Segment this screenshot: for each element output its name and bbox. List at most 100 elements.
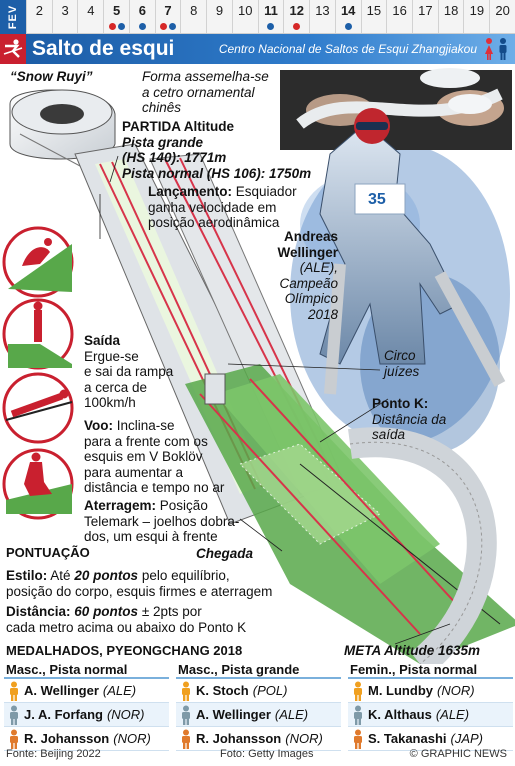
date-number: 20: [495, 3, 510, 18]
date-number: 14: [340, 3, 356, 18]
date-number: 11: [264, 3, 278, 18]
shape-description: Forma assemelha-se a cetro ornamental ch…: [142, 69, 282, 116]
athlete-country: (ALE): [274, 707, 309, 722]
date-cell: 6: [128, 0, 155, 33]
date-cell: 9: [206, 0, 232, 33]
shape-line-2: a cetro ornamental: [142, 84, 255, 100]
page-title: Salto de esqui: [32, 37, 175, 60]
athlete-country: (NOR): [106, 707, 145, 722]
start-title: PARTIDA Altitude: [122, 119, 234, 134]
bronze-medal-person-icon: [182, 729, 190, 749]
date-cell: 13: [309, 0, 335, 33]
start-normal-hill: Pista normal (HS 106): 1750m: [122, 166, 311, 182]
medal-row: K. Stoch(POL): [176, 679, 341, 703]
event-dots: [284, 23, 309, 30]
medal-row: M. Lundby(NOR): [348, 679, 513, 703]
flight-head: Voo:: [84, 418, 113, 433]
title-bar: Salto de esqui Centro Nacional de Saltos…: [0, 34, 515, 64]
athlete-country: (NOR): [437, 683, 475, 698]
landing-line-2: Telemark – joelhos dobra-: [84, 513, 240, 529]
athlete-name: K. Stoch: [196, 683, 249, 698]
athlete-country: (ALE): [102, 683, 137, 698]
medal-row: A. Wellinger(ALE): [4, 679, 169, 703]
footer-source: Fonte: Beijing 2022: [6, 748, 101, 760]
pointer-lines: [99, 155, 451, 645]
athlete-country: (NOR): [285, 731, 323, 746]
style-text-1: pelo equilíbrio,: [141, 568, 230, 583]
landing-line-3: dos, um esqui à frente: [84, 529, 218, 544]
silver-medal-person-icon: [182, 705, 190, 725]
k-point-label: Ponto K: Distância da saída: [372, 396, 446, 443]
takeoff-label: Saída Ergue-se e sai da rampa a cerca de…: [84, 333, 173, 411]
phase-circle-3: [2, 372, 74, 444]
event-dot-icon: [267, 23, 275, 30]
event-dot-icon: [293, 23, 301, 30]
event-dot-icon: [138, 23, 146, 30]
date-cell: 14: [334, 0, 361, 33]
athlete-country: (JAP): [450, 731, 484, 746]
venue-subtitle: Centro Nacional de Saltos de Esqui Zhang…: [218, 42, 477, 56]
date-cell: 17: [412, 0, 438, 33]
athlete-info-1: (ALE),: [299, 260, 338, 275]
distance-points: 60 pontos: [74, 604, 139, 619]
athlete-info-2: Campeão: [279, 275, 338, 291]
event-dots: [156, 23, 181, 30]
launch-label: Lançamento: Esquiador ganha velocidade e…: [148, 184, 297, 231]
start-hs140: (HS 140): 1771m: [122, 150, 227, 165]
athlete-name: J. A. Forfang: [24, 707, 103, 722]
footer-copyright: © GRAPHIC NEWS: [409, 748, 507, 760]
flight-line-2: para a frente com os: [84, 433, 208, 449]
date-cell: 18: [437, 0, 464, 33]
date-number: 12: [289, 3, 304, 18]
start-altitude-label: PARTIDA Altitude Pista grande (HS 140): …: [122, 119, 311, 181]
style-pre: Até: [50, 568, 71, 583]
event-dots: [336, 23, 361, 30]
date-number: 2: [35, 3, 43, 18]
takeoff-line-2: e sai da rampa: [84, 364, 174, 379]
style-text-2: posição do corpo, esquis firmes e aterra…: [6, 583, 273, 599]
takeoff-line-4: 100km/h: [84, 395, 136, 410]
medal-row: R. Johansson(NOR): [4, 727, 169, 751]
silver-medal-person-icon: [10, 705, 18, 725]
medal-column-header: Femin., Pista normal: [348, 660, 513, 679]
k-point-line-2: saída: [372, 427, 406, 442]
finish-altitude-label: META Altitude 1635m: [344, 643, 481, 658]
launch-line-2: ganha velocidade em: [148, 199, 277, 215]
shape-line-1: Forma assemelha-se: [142, 69, 269, 84]
date-number: 9: [215, 3, 224, 18]
flight-line-5: distância e tempo no ar: [84, 480, 225, 495]
snow-ruyi-label: “Snow Ruyi”: [10, 69, 93, 84]
gold-medal-person-icon: [182, 681, 190, 701]
event-dots: [104, 23, 129, 30]
takeoff-head: Saída: [84, 333, 121, 348]
start-tower: [9, 89, 116, 175]
athlete-last-name: Wellinger: [277, 244, 338, 260]
date-cell: 20: [489, 0, 515, 33]
date-cell: 11: [257, 0, 284, 33]
event-dot-icon: [108, 23, 116, 30]
athlete-country: (NOR): [113, 731, 151, 746]
finish-label: Chegada: [196, 546, 254, 561]
gender-icons: [483, 37, 509, 61]
shape-line-3: chinês: [142, 100, 182, 115]
k-point-line-1: Distância da: [372, 411, 447, 427]
takeoff-line-3: a cerca de: [84, 379, 148, 395]
athlete-name: K. Althaus: [368, 707, 432, 722]
date-cell: 5: [103, 0, 129, 33]
flight-line-1: Inclina-se: [116, 418, 175, 433]
landing-label: Aterragem: Posição Telemark – joelhos do…: [84, 498, 239, 545]
launch-line-3: posição aerodinâmica: [148, 215, 280, 230]
athlete-name: R. Johansson: [196, 731, 282, 746]
date-cell: 4: [77, 0, 103, 33]
medal-column-header: Masc., Pista normal: [4, 660, 169, 679]
athlete-name: A. Wellinger: [24, 683, 99, 698]
judges-line-2: juízes: [384, 363, 420, 379]
date-number: 6: [138, 3, 146, 18]
ski-jump-illustration: 35: [2, 68, 515, 664]
month-label: FEV: [0, 0, 26, 34]
scoring-distance: Distância: 60 pontos ± 2pts por cada met…: [6, 604, 326, 635]
